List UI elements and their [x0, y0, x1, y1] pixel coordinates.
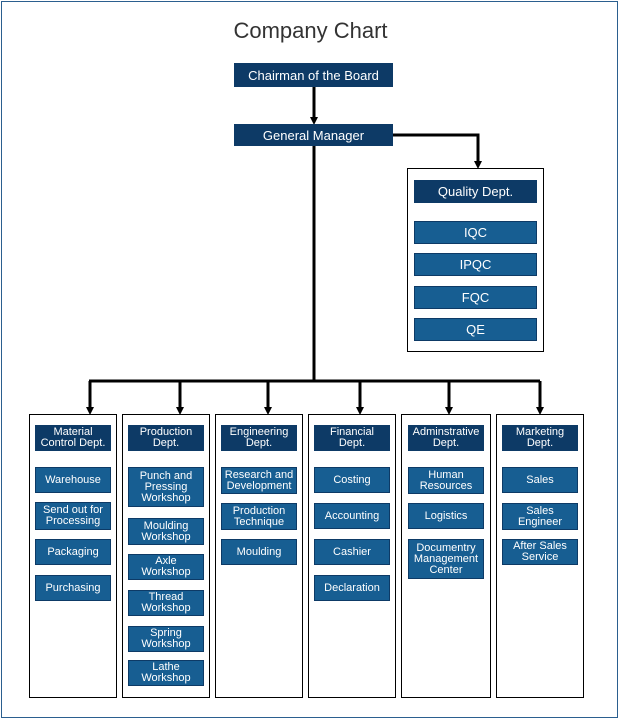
- quality-item-label: FQC: [461, 290, 490, 305]
- quality-item-ipqc: IPQC: [414, 253, 537, 276]
- dept-item: Production Technique: [221, 503, 297, 530]
- general-manager-label: General Manager: [262, 127, 365, 143]
- chart-title: Company Chart: [233, 18, 388, 43]
- chairman-label: Chairman of the Board: [248, 67, 379, 83]
- dept-item: Accounting: [314, 503, 390, 529]
- dept-item: Moulding Workshop: [128, 518, 204, 545]
- dept-item: Declaration: [314, 575, 390, 601]
- chairman-box: Chairman of the Board: [234, 63, 393, 87]
- dept-item: After Sales Service: [502, 539, 578, 565]
- dept-item: Packaging: [35, 539, 111, 565]
- dept-item: Spring Workshop: [128, 626, 204, 652]
- dept-item: Costing: [314, 467, 390, 493]
- quality-item-iqc: IQC: [414, 221, 537, 244]
- dept-head-production: Production Dept.: [128, 425, 204, 451]
- dept-head-engineering: Engineering Dept.: [221, 425, 297, 451]
- dept-head-administrative: Adminstrative Dept.: [408, 425, 484, 451]
- quality-item-fqc: FQC: [414, 286, 537, 309]
- connector-gm-quality: [393, 133, 482, 169]
- dept-item: Send out for Processing: [35, 502, 111, 530]
- dept-item: Cashier: [314, 539, 390, 565]
- dept-item: Moulding: [221, 539, 297, 565]
- dept-item: Sales: [502, 467, 578, 493]
- quality-head: Quality Dept.: [414, 180, 537, 203]
- dept-item: Punch and Pressing Workshop: [128, 467, 204, 507]
- quality-item-label: IPQC: [459, 257, 492, 272]
- dept-item: Purchasing: [35, 575, 111, 601]
- dept-head-marketing: Marketing Dept.: [502, 425, 578, 451]
- quality-item-label: IQC: [463, 225, 488, 240]
- quality-head-label: Quality Dept.: [437, 184, 514, 199]
- dept-item: Axle Workshop: [128, 554, 204, 580]
- dept-item: Warehouse: [35, 467, 111, 493]
- dept-item: Thread Workshop: [128, 590, 204, 616]
- general-manager-box: General Manager: [234, 124, 393, 146]
- quality-item-label: QE: [466, 322, 485, 337]
- dept-item: Logistics: [408, 503, 484, 529]
- quality-item-qe: QE: [414, 318, 537, 341]
- dept-head-financial: Financial Dept.: [314, 425, 390, 451]
- dept-item: Documentry Management Center: [408, 539, 484, 579]
- dept-item: Research and Development: [221, 467, 297, 494]
- dept-head-material-control: Material Control Dept.: [35, 425, 111, 451]
- dept-item: Sales Engineer: [502, 503, 578, 530]
- dept-item: Lathe Workshop: [128, 660, 204, 686]
- dept-item: Human Resources: [408, 467, 484, 494]
